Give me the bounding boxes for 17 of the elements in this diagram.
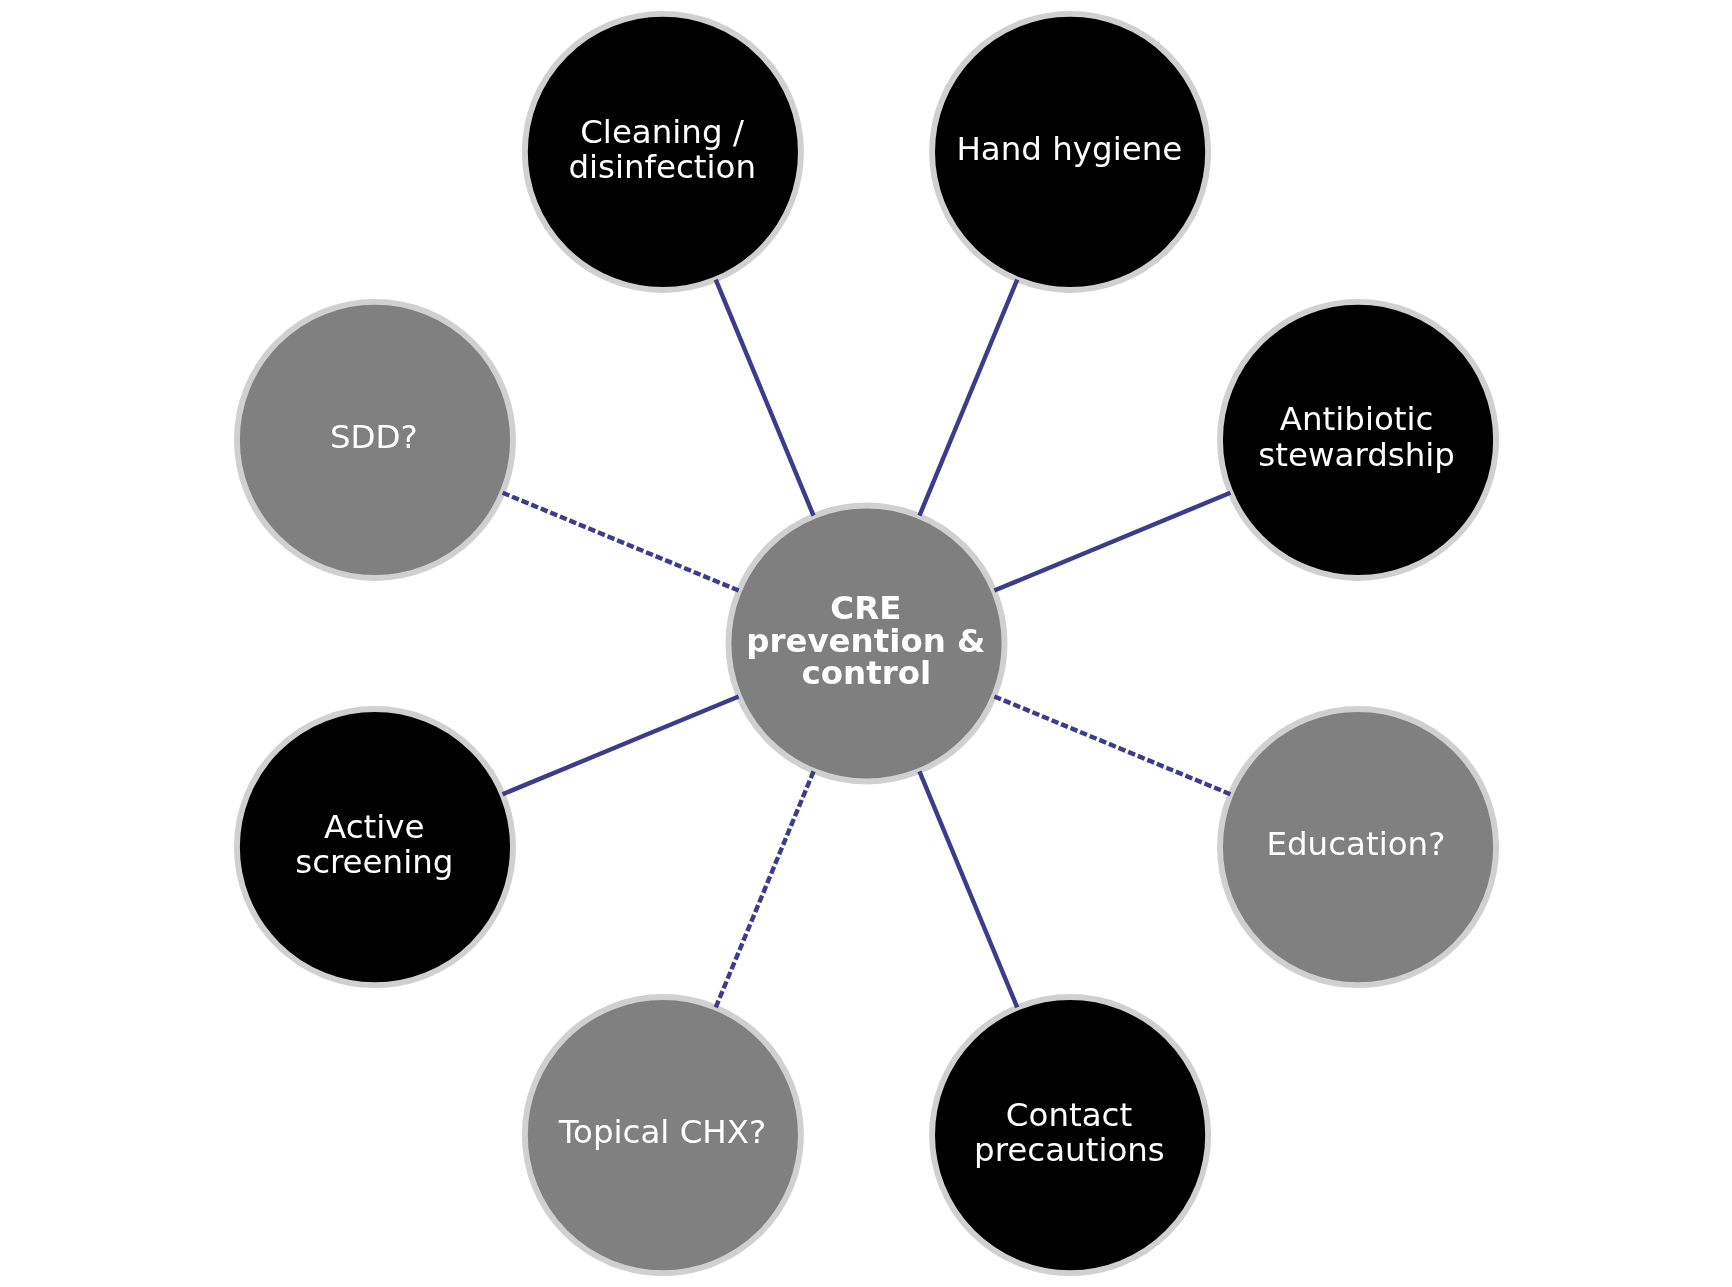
node-circle: Antibiotic stewardship: [1216, 298, 1499, 581]
node-circle: CRE prevention & control: [725, 502, 1007, 785]
connector: [993, 694, 1231, 797]
node-circle: Active screening: [233, 706, 516, 989]
connector: [916, 278, 1019, 517]
connector: [713, 278, 816, 517]
node-circle: Topical CHX?: [521, 994, 804, 1277]
node-circle: SDD?: [233, 298, 516, 581]
connector: [713, 770, 816, 1009]
node-circle: Cleaning / disinfection: [521, 10, 804, 293]
connector: [501, 490, 739, 593]
node-circle: Hand hygiene: [928, 10, 1211, 293]
connector: [993, 490, 1231, 593]
node-circle: Education?: [1216, 706, 1499, 989]
connector: [916, 770, 1019, 1009]
connector: [501, 694, 739, 797]
node-circle: Contact precautions: [928, 994, 1211, 1277]
